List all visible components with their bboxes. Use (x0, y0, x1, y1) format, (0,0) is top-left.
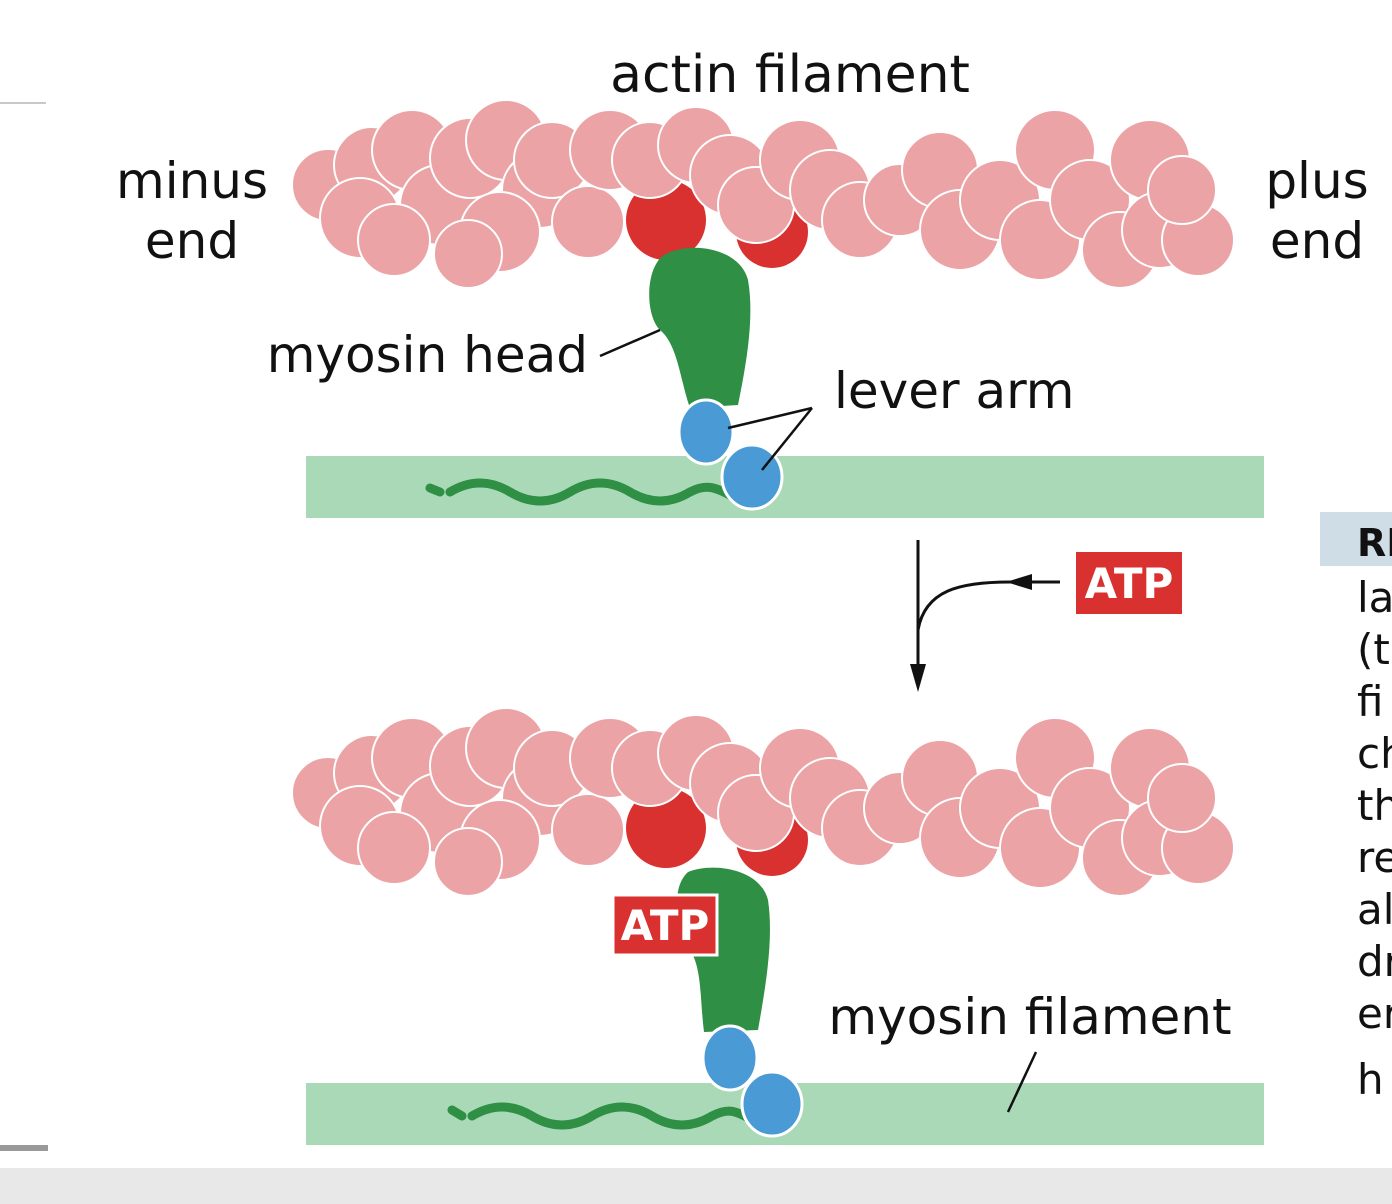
actin-subunit (1147, 763, 1217, 833)
lever-arm-segment-2-top (720, 443, 784, 511)
actin-subunit-highlighted (626, 788, 706, 868)
myosin-head-leader (599, 328, 661, 358)
lever-arm-segment-1-top (677, 398, 735, 466)
actin-subunit (551, 793, 625, 867)
side-panel-line: ch (1357, 729, 1392, 778)
atp-binding-arrow (910, 540, 1060, 692)
atp-incoming-path (916, 580, 1060, 631)
lever-arm-segment-1-bottom (701, 1024, 759, 1092)
actin-subunit (433, 219, 503, 289)
myosin-tail-top (425, 478, 740, 506)
myosin-filament-label: myosin filament (828, 988, 1231, 1046)
side-panel-line: er (1357, 989, 1392, 1038)
myosin-tail-bottom (447, 1102, 757, 1130)
side-panel-line: (t (1357, 625, 1390, 674)
side-panel-line: la (1357, 573, 1392, 622)
minus-label: minus (116, 152, 268, 210)
minus-end-label: end (145, 212, 239, 270)
actin-subunit-highlighted (626, 180, 706, 260)
lever-arm-label: lever arm (834, 362, 1074, 420)
side-panel-text: la (t fi ch th re al dr er h (1357, 573, 1392, 1104)
plus-label: plus (1265, 152, 1368, 210)
atp-bound-box (611, 893, 719, 957)
lever-arm-segment-2-bottom (740, 1070, 804, 1138)
actin-filament-label: actin filament (610, 45, 970, 105)
lever-arm-leader-2 (761, 407, 813, 471)
actin-subunit (433, 827, 503, 897)
side-panel-heading: RI (1357, 521, 1392, 565)
actin-subunit (1147, 155, 1217, 225)
actin-subunits-light (291, 99, 1235, 289)
side-panel-line: al (1357, 885, 1392, 934)
actin-filament-bottom (291, 707, 1235, 897)
actin-filament-top (291, 99, 1235, 289)
left-margin (0, 0, 48, 1168)
myosin-filament-leader (1006, 1051, 1038, 1113)
plus-end-label: end (1270, 212, 1364, 270)
atp-incoming-box (1076, 552, 1182, 614)
atp-incoming-arrowhead (1006, 574, 1032, 590)
myosin-head-top (649, 247, 751, 408)
side-panel-line: re (1357, 833, 1392, 882)
lever-arm-leader-1 (727, 406, 813, 430)
side-panel-line: dr (1357, 937, 1392, 986)
myosin-head-label: myosin head (267, 326, 588, 384)
arrow-head-down (910, 664, 926, 692)
side-panel-line: h (1357, 1055, 1384, 1104)
actin-subunits-light (291, 707, 1235, 897)
actin-subunit (551, 185, 625, 259)
side-panel-heading-bg (1320, 512, 1392, 566)
side-panel-line: th (1357, 781, 1392, 830)
atp-incoming-label: ATP (1085, 559, 1174, 608)
atp-bound-label: ATP (621, 901, 710, 950)
actin-subunit (357, 811, 431, 885)
actin-subunit (357, 203, 431, 277)
side-panel-line: fi (1357, 677, 1383, 726)
